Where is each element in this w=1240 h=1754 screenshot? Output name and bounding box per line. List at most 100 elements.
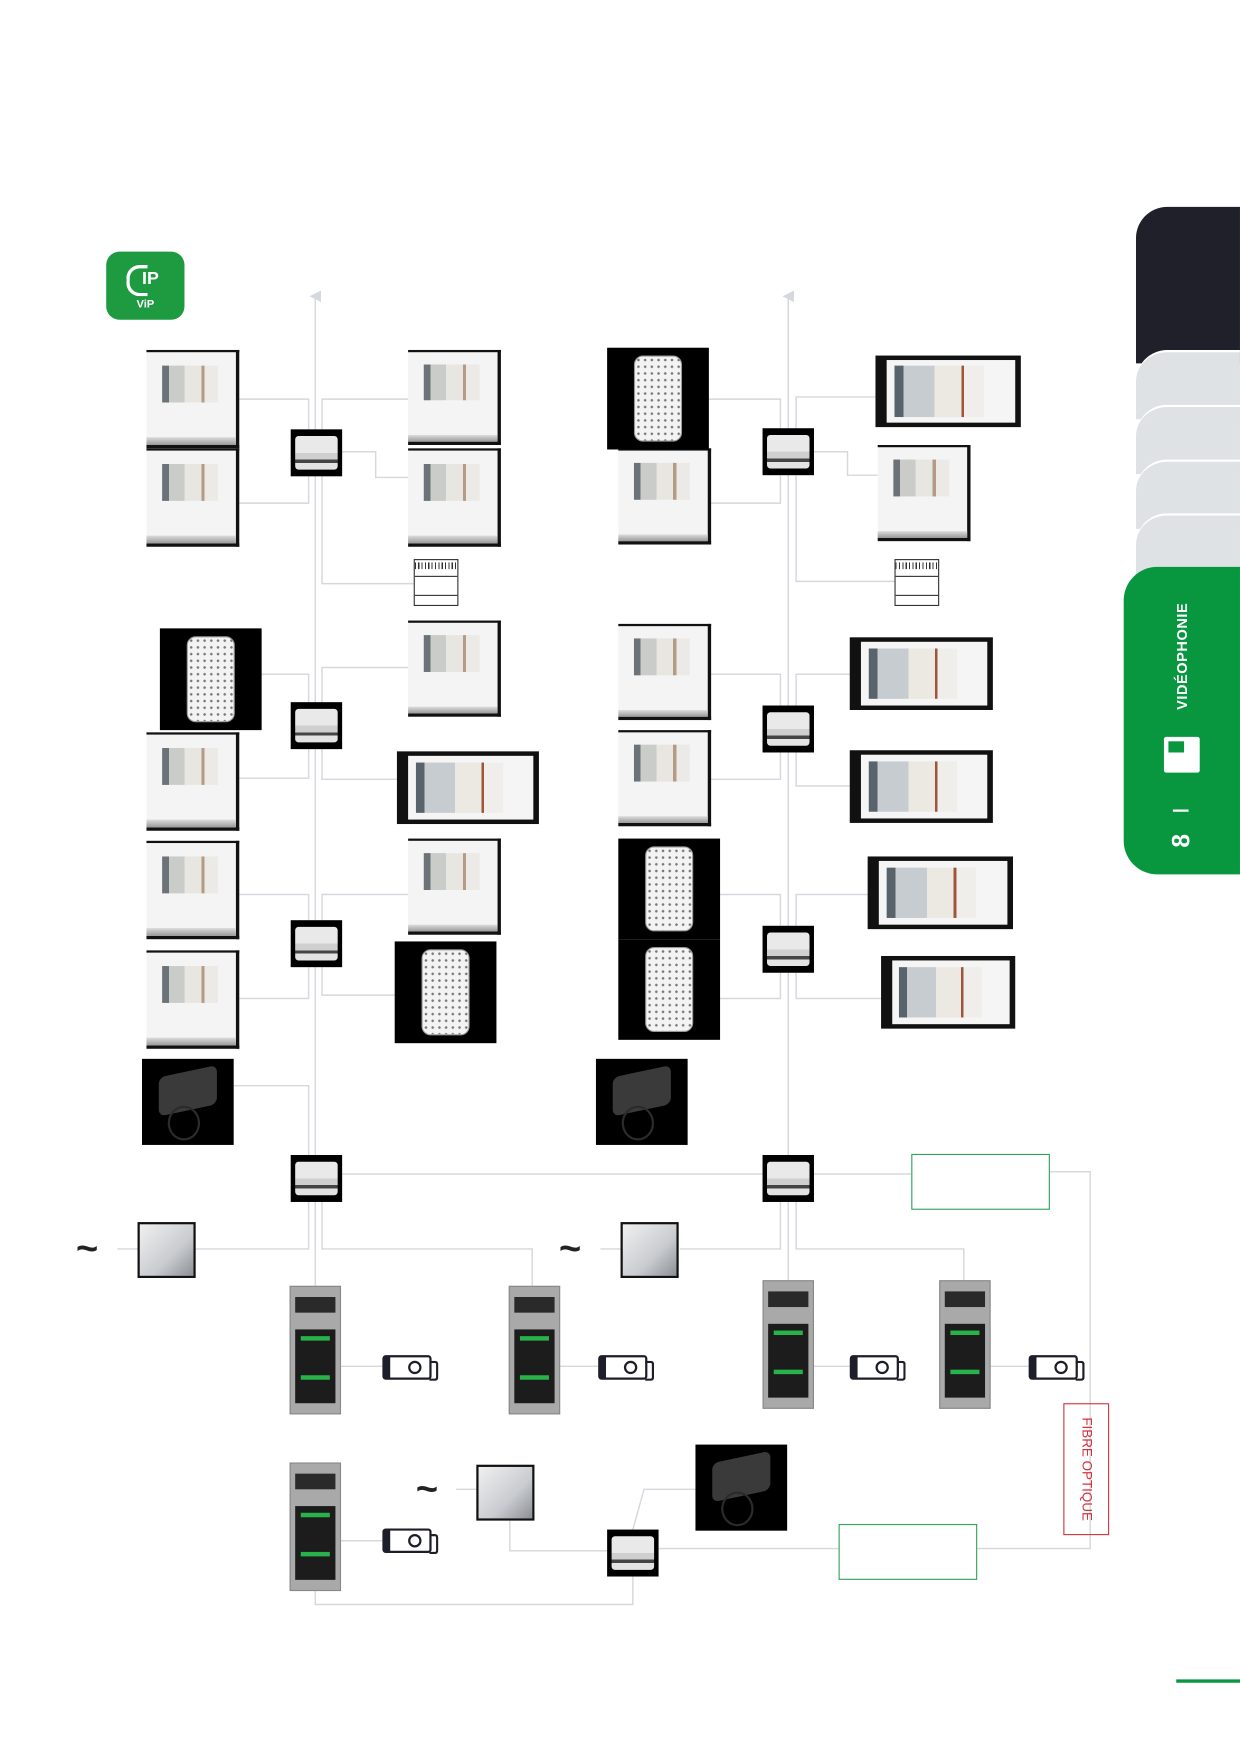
indoor-monitor bbox=[146, 950, 240, 1049]
keypad-monitor bbox=[618, 939, 721, 1040]
indoor-monitor bbox=[618, 448, 712, 545]
electric-lock-icon-part bbox=[407, 1534, 422, 1548]
power-source-symbol: ~ bbox=[76, 1227, 99, 1271]
indoor-monitor-part bbox=[634, 745, 690, 782]
door-entry-panel-part bbox=[295, 1329, 335, 1404]
indoor-monitor-part bbox=[893, 459, 950, 497]
door-entry-panel-part bbox=[768, 1291, 808, 1307]
wire bbox=[720, 972, 782, 1000]
din-rail-module-part bbox=[414, 575, 458, 596]
wire bbox=[708, 398, 782, 429]
wire bbox=[238, 749, 310, 779]
electric-lock-icon-part bbox=[1075, 1360, 1085, 1381]
intercom-handset-part bbox=[721, 1491, 754, 1527]
cable-icon bbox=[126, 264, 148, 297]
wire bbox=[238, 476, 310, 504]
wide-indoor-monitor bbox=[849, 750, 993, 823]
indoor-monitor-part bbox=[408, 434, 498, 442]
wide-indoor-monitor bbox=[396, 751, 539, 825]
power-source-symbol: ~ bbox=[559, 1227, 582, 1271]
intercom-handset-part bbox=[621, 1106, 654, 1141]
door-entry-panel-part bbox=[514, 1297, 555, 1313]
wide-indoor-monitor bbox=[867, 856, 1013, 930]
indoor-monitor bbox=[146, 349, 240, 449]
wire bbox=[238, 398, 310, 430]
indoor-monitor bbox=[618, 623, 712, 721]
indoor-monitor-part bbox=[162, 463, 219, 501]
divider bbox=[1172, 809, 1189, 812]
wide-indoor-monitor-part bbox=[879, 860, 1008, 925]
power-source-symbol: ~ bbox=[415, 1468, 439, 1511]
indoor-monitor bbox=[618, 730, 712, 827]
wire bbox=[321, 1201, 533, 1286]
wire bbox=[321, 666, 409, 703]
wide-indoor-monitor-part bbox=[861, 754, 988, 819]
network-switch-part bbox=[294, 708, 339, 743]
wide-indoor-monitor-part bbox=[861, 641, 988, 706]
wide-indoor-monitor-part bbox=[868, 760, 957, 813]
indoor-monitor bbox=[146, 448, 240, 547]
electric-lock-icon-part bbox=[623, 1360, 638, 1375]
wire bbox=[795, 1201, 965, 1281]
wire bbox=[321, 749, 397, 781]
wide-indoor-monitor-part bbox=[894, 366, 985, 417]
din-rail-module bbox=[894, 559, 940, 607]
network-switch-part bbox=[766, 434, 810, 469]
electric-lock-icon-part bbox=[875, 1360, 889, 1375]
wide-indoor-monitor bbox=[881, 955, 1016, 1029]
indoor-monitor bbox=[146, 840, 240, 940]
keypad-monitor-part bbox=[633, 355, 683, 442]
door-entry-panel bbox=[762, 1280, 814, 1409]
door-entry-panel bbox=[289, 1462, 342, 1592]
chapter-tab-videophonie[interactable]: VIDÉOPHONIE 8 bbox=[1123, 566, 1240, 875]
network-switch bbox=[290, 702, 343, 750]
chapter-tab[interactable] bbox=[1135, 206, 1240, 364]
electric-lock-icon-part bbox=[429, 1360, 439, 1381]
keypad-monitor bbox=[394, 941, 497, 1044]
door-entry-panel bbox=[508, 1285, 561, 1415]
wire bbox=[195, 1201, 310, 1250]
wire bbox=[795, 475, 895, 583]
indoor-monitor bbox=[408, 349, 501, 446]
wide-indoor-monitor-part bbox=[886, 867, 977, 919]
electric-lock-icon-part bbox=[645, 1360, 655, 1381]
indoor-monitor bbox=[146, 732, 240, 831]
wire bbox=[321, 476, 414, 585]
wide-indoor-monitor bbox=[849, 637, 993, 710]
indoor-monitor bbox=[877, 445, 971, 542]
network-box bbox=[911, 1153, 1050, 1210]
wire bbox=[321, 398, 409, 430]
wire bbox=[238, 893, 310, 921]
wide-indoor-monitor-part bbox=[898, 966, 982, 1018]
indoor-monitor-part bbox=[618, 815, 708, 823]
indoor-monitor-part bbox=[408, 535, 498, 544]
wide-indoor-monitor-part bbox=[868, 648, 957, 700]
keypad-monitor-part bbox=[186, 636, 236, 722]
electric-lock-icon bbox=[382, 1355, 439, 1381]
network-switch bbox=[290, 1154, 343, 1202]
electric-lock-icon-part bbox=[407, 1360, 422, 1375]
network-switch bbox=[762, 925, 814, 973]
electric-lock-icon-part bbox=[1054, 1360, 1068, 1375]
indoor-monitor-part bbox=[634, 638, 690, 676]
power-supply bbox=[620, 1222, 679, 1278]
door-entry-panel-part bbox=[295, 1473, 335, 1489]
wire bbox=[632, 1488, 696, 1530]
wire bbox=[977, 1171, 1091, 1550]
indoor-monitor-part bbox=[162, 365, 219, 403]
wire bbox=[321, 893, 409, 921]
electric-lock-icon bbox=[598, 1355, 655, 1381]
fiber-optic-box: FIBRE OPTIQUE bbox=[1063, 1403, 1110, 1536]
din-rail-module-part bbox=[895, 575, 939, 596]
electric-lock-icon bbox=[1028, 1355, 1085, 1381]
din-rail-module bbox=[413, 559, 459, 607]
fiber-optic-label: FIBRE OPTIQUE bbox=[1078, 1417, 1095, 1522]
wire bbox=[795, 673, 850, 706]
network-switch bbox=[762, 705, 814, 753]
wire bbox=[233, 1084, 310, 1155]
door-entry-panel-part bbox=[295, 1297, 335, 1313]
wire bbox=[238, 967, 310, 1000]
indoor-monitor-part bbox=[877, 530, 968, 538]
wide-indoor-monitor-part bbox=[415, 762, 504, 814]
